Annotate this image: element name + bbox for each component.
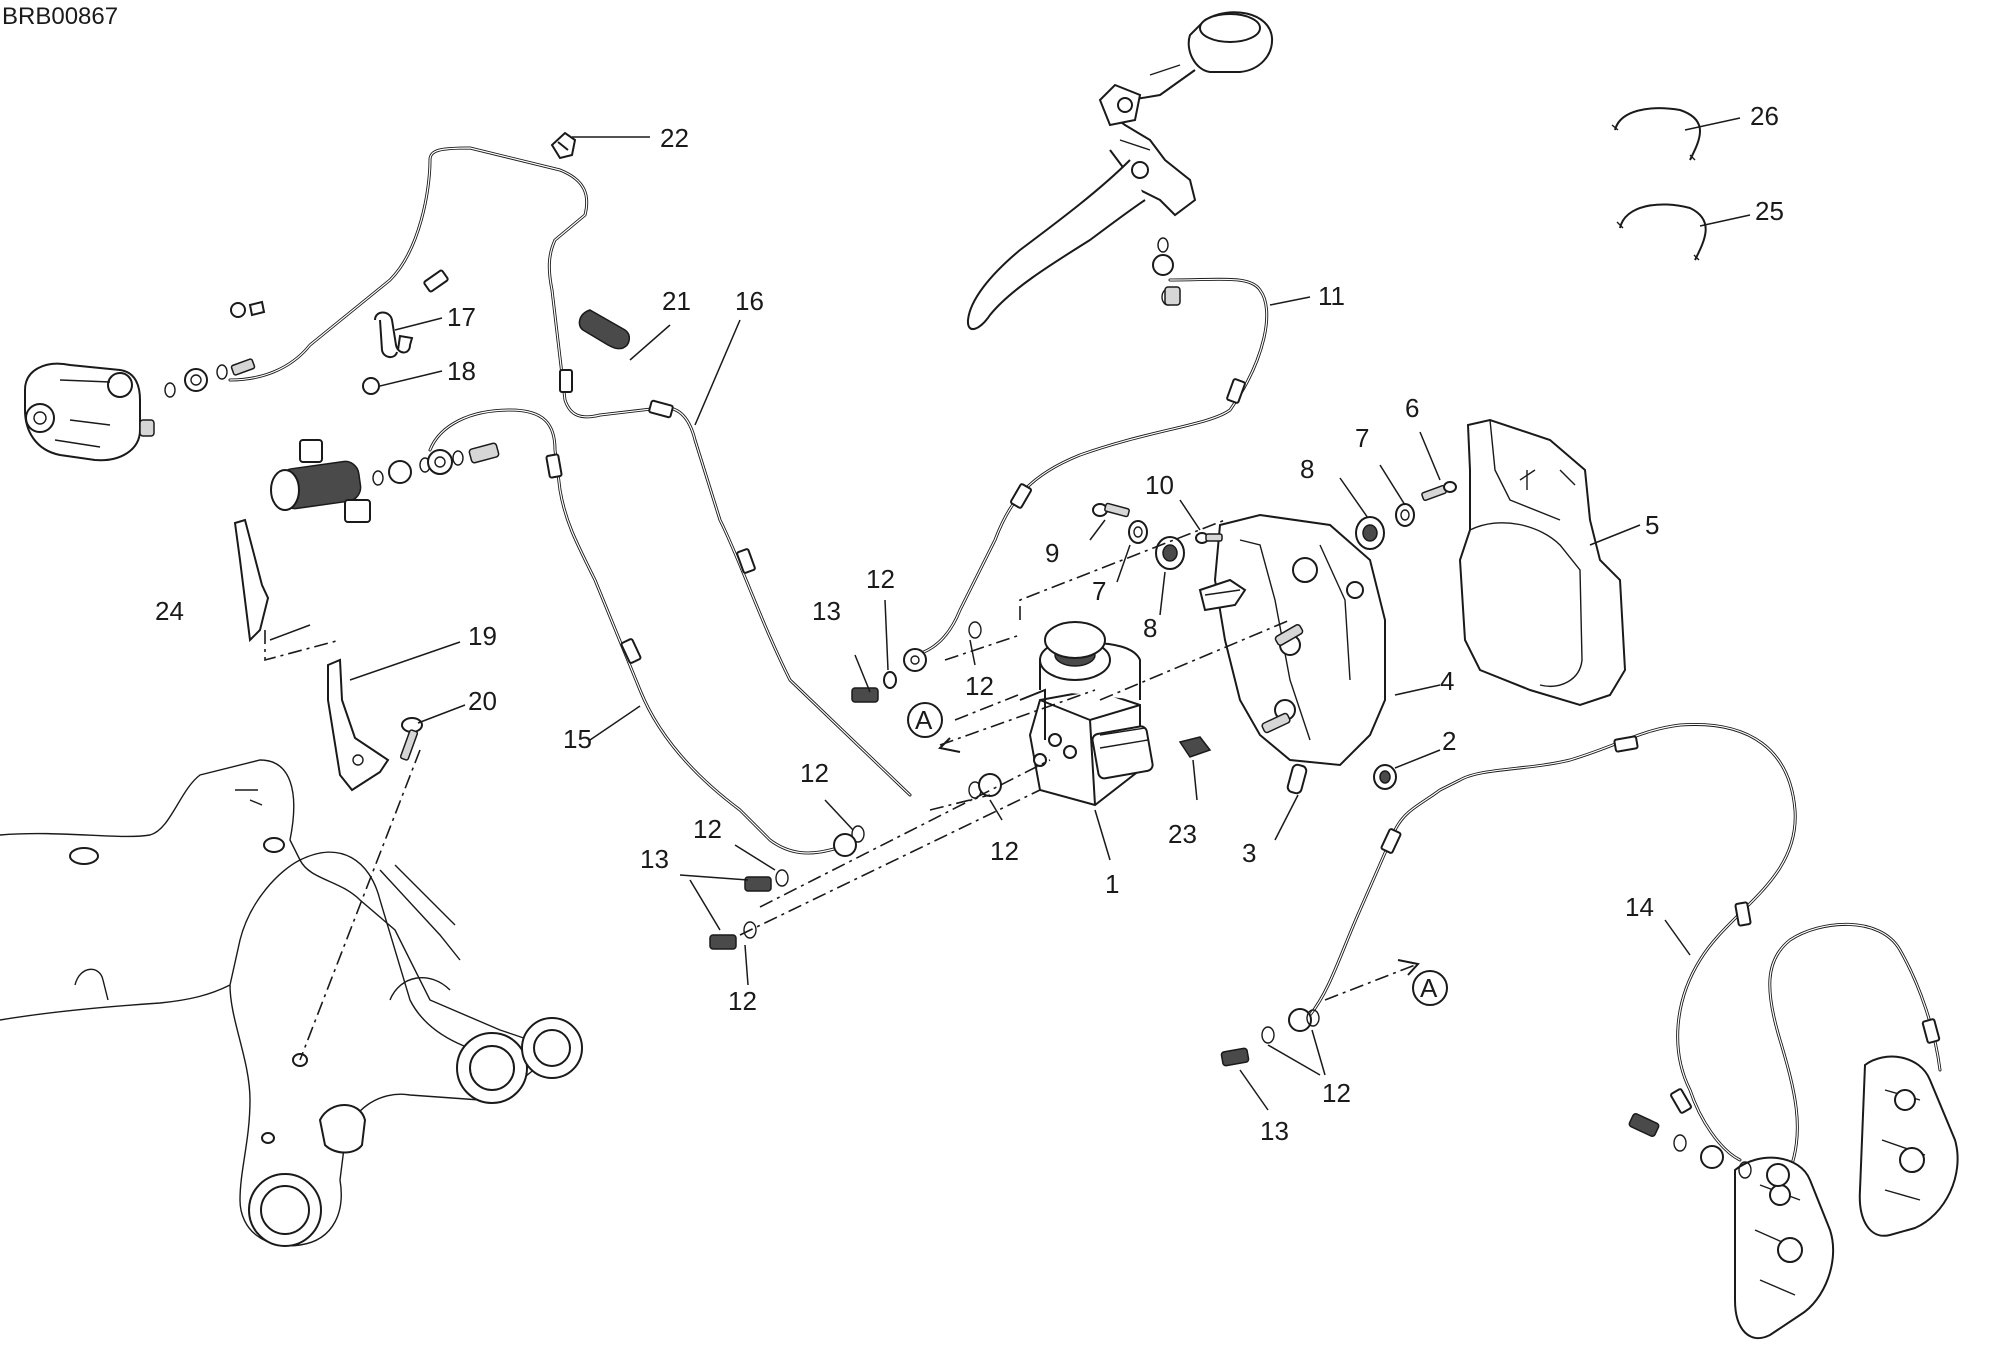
callout-8-right: 8	[1300, 454, 1314, 484]
callout-23: 23	[1168, 819, 1197, 849]
callout-12-d: 12	[990, 836, 1019, 866]
svg-text:A: A	[915, 705, 933, 735]
grommet-18	[362, 377, 380, 395]
callout-11: 11	[1318, 281, 1345, 311]
callout-19: 19	[468, 621, 497, 651]
reference-marker-a-right: A	[1412, 970, 1448, 1006]
callout-1: 1	[1105, 869, 1119, 899]
cable-clip-25	[1616, 203, 1707, 261]
leader-lines	[269, 117, 1751, 1111]
swingarm-frame	[0, 759, 583, 1247]
callout-17: 17	[447, 302, 476, 332]
callout-25: 25	[1755, 196, 1784, 226]
abs-port-fittings	[709, 621, 1320, 1067]
rear-caliper-banjo-fitting	[164, 300, 266, 398]
rear-brake-caliper	[24, 362, 155, 462]
front-master-cylinder	[966, 11, 1274, 330]
front-caliper-banjo-fittings	[1628, 1112, 1790, 1187]
screw-20	[399, 717, 423, 761]
callout-12-b: 12	[965, 671, 994, 701]
bracket-19	[327, 658, 390, 792]
abs-cover	[1458, 418, 1627, 707]
callout-24: 24	[155, 596, 184, 626]
rear-master-cylinder	[270, 439, 500, 523]
callout-2: 2	[1442, 726, 1456, 756]
callout-7-right: 7	[1355, 423, 1369, 453]
callout-12-e: 12	[693, 814, 722, 844]
callout-12-g: 12	[1322, 1078, 1351, 1108]
reference-marker-a-left: A	[907, 702, 943, 738]
abs-bracket	[1198, 513, 1386, 767]
callout-4: 4	[1440, 666, 1454, 696]
callout-7-left: 7	[1092, 576, 1106, 606]
callout-5: 5	[1645, 510, 1659, 540]
abs-unit	[1019, 621, 1154, 807]
callout-16: 16	[735, 286, 764, 316]
callout-26: 26	[1750, 101, 1779, 131]
callout-10: 10	[1145, 470, 1174, 500]
callout-12-a: 12	[866, 564, 895, 594]
svg-text:A: A	[1420, 973, 1438, 1003]
callout-12-c: 12	[800, 758, 829, 788]
diagram-code: BRB00867	[2, 3, 118, 30]
callout-9: 9	[1045, 538, 1059, 568]
hose-clip-22	[550, 131, 577, 160]
callout-13-a: 13	[812, 596, 841, 626]
callout-18: 18	[447, 356, 476, 386]
callout-8-left: 8	[1143, 613, 1157, 643]
cable-clip-26	[1611, 107, 1701, 161]
protective-sleeve-21	[578, 309, 631, 350]
callout-3: 3	[1242, 838, 1256, 868]
callout-6: 6	[1405, 393, 1419, 423]
callout-12-f: 12	[728, 986, 757, 1016]
front-brake-caliper-right	[1858, 1055, 1959, 1237]
brake-hoses	[228, 146, 1942, 1172]
callout-20: 20	[468, 686, 497, 716]
hose-clip-17	[374, 311, 414, 358]
front-brake-caliper-left	[1734, 1156, 1835, 1340]
alignment-lines	[264, 519, 1420, 1061]
callout-21: 21	[662, 286, 691, 316]
callout-14: 14	[1625, 892, 1654, 922]
cover-24	[233, 518, 270, 643]
callout-13-c: 13	[1260, 1116, 1289, 1146]
callout-15: 15	[563, 724, 592, 754]
callout-22: 22	[660, 123, 689, 153]
callout-13-b: 13	[640, 844, 669, 874]
callout-labels: 1 2 3 4 5 6 7 7 8 8 9 10 11 12 12 12 12 …	[155, 101, 1784, 1146]
